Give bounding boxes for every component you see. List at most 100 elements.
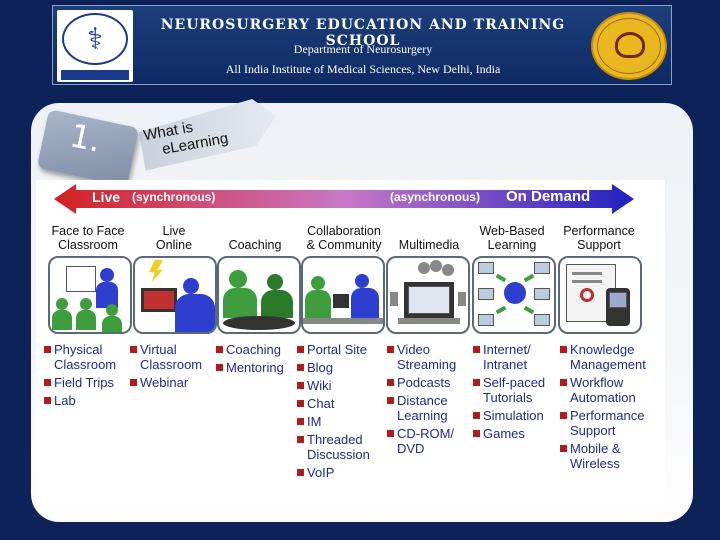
mentee-head-shape	[267, 274, 283, 290]
teacher-body-shape	[96, 282, 118, 308]
column-head-face-to-face: Face to Face Classroom	[46, 224, 130, 252]
column-head-line: & Community	[306, 238, 382, 252]
list-item-line: Internet/	[483, 342, 531, 357]
whiteboard-shape	[66, 266, 96, 292]
list-item: Field Trips	[44, 375, 116, 390]
list-item-line: Wiki	[307, 378, 332, 393]
column-head-coaching: Coaching	[213, 238, 297, 252]
list-item: Wiki	[297, 378, 370, 393]
list-item-line: Portal Site	[307, 342, 367, 357]
list-item: Games	[473, 426, 545, 441]
on-demand-label: On Demand	[506, 188, 591, 205]
column-head-collaboration: Collaboration & Community	[302, 224, 386, 252]
list-item-line: VoIP	[307, 465, 335, 480]
list-item-line: Mentoring	[226, 360, 284, 375]
list-item: Coaching	[216, 342, 284, 357]
list-item: IM	[297, 414, 370, 429]
mentee-body-shape	[261, 290, 293, 318]
list-item-line: Wireless	[570, 456, 620, 471]
list-item-line: Self-paced	[483, 375, 546, 390]
list-item-line: Automation	[570, 390, 636, 405]
pda-screen-shape	[609, 292, 627, 308]
list-item-line: Streaming	[397, 357, 457, 372]
list-item-line: Webinar	[140, 375, 189, 390]
student-shape	[102, 316, 122, 332]
laptop-display-shape	[408, 286, 450, 314]
logo-ring	[62, 13, 128, 65]
monitor-screen-shape	[144, 291, 174, 309]
coach-head-shape	[229, 270, 247, 288]
chart-circle-icon	[580, 288, 594, 302]
list-item: Mentoring	[216, 360, 284, 375]
list-item-line: Podcasts	[397, 375, 451, 390]
list-item-line: DVD	[397, 441, 425, 456]
list-item: VoIP	[297, 465, 370, 480]
column-head-line: Classroom	[58, 238, 118, 252]
list-item-line: Knowledge	[570, 342, 635, 357]
lightning-icon	[149, 260, 163, 282]
computer-icon	[478, 262, 494, 274]
column-head-live-online: Live Online	[132, 224, 216, 252]
column-head-performance-support: Performance Support	[557, 224, 641, 252]
laptop-base-shape	[398, 318, 460, 324]
cd-icon	[418, 262, 430, 274]
speaker-icon	[458, 292, 466, 306]
person-head-shape	[311, 276, 325, 290]
list-item: Simulation	[473, 408, 545, 423]
monitor-shape	[333, 294, 349, 308]
collaboration-illustration	[301, 256, 385, 334]
student-shape	[80, 298, 92, 310]
person-head-shape	[183, 278, 199, 294]
department-name: Department of Neurosurgery	[293, 42, 433, 56]
desk-shape	[303, 318, 383, 324]
list-item-line: Physical	[54, 342, 103, 357]
column-head-line: Online	[155, 238, 193, 252]
person-body-shape	[305, 290, 331, 318]
column-head-multimedia: Multimedia	[387, 238, 471, 252]
computer-icon	[478, 314, 494, 326]
seal-ring	[597, 18, 661, 74]
computer-icon	[478, 288, 494, 300]
network-arrow-shape	[523, 273, 535, 283]
classroom-illustration	[48, 256, 132, 334]
network-arrow-shape	[523, 305, 535, 315]
column-head-line: Multimedia	[398, 238, 460, 252]
column-head-web-based: Web-Based Learning	[470, 224, 554, 252]
elearning-diagram: Live (synchronous) (asynchronous) On Dem…	[36, 180, 665, 508]
live-label: Live	[92, 189, 121, 205]
coach-body-shape	[223, 288, 257, 318]
list-item-line: Management	[570, 357, 646, 372]
cd-icon	[442, 264, 454, 276]
list-item: Mobile &Wireless	[560, 441, 646, 471]
student-shape	[76, 310, 96, 330]
list-item-line: IM	[307, 414, 322, 429]
column-head-line: Collaboration	[307, 224, 381, 238]
speaker-icon	[390, 292, 398, 306]
list-item-line: Mobile &	[570, 441, 621, 456]
list-item-line: Support	[570, 423, 616, 438]
list-item: Blog	[297, 360, 370, 375]
list-item-line: Field Trips	[54, 375, 114, 390]
web-based-illustration	[472, 256, 556, 334]
asynchronous-label: (asynchronous)	[390, 190, 481, 204]
column-head-line: Web-Based	[479, 224, 545, 238]
list-item-line: Virtual	[140, 342, 177, 357]
student-shape	[56, 298, 68, 310]
table-shape	[223, 316, 295, 330]
document-line-shape	[572, 272, 602, 275]
list-item: Webinar	[130, 375, 202, 390]
list-item-line: Simulation	[483, 408, 544, 423]
column-head-line: Learning	[487, 238, 537, 252]
person-body-shape	[351, 288, 379, 318]
document-line-shape	[572, 280, 602, 283]
student-shape	[52, 310, 72, 330]
